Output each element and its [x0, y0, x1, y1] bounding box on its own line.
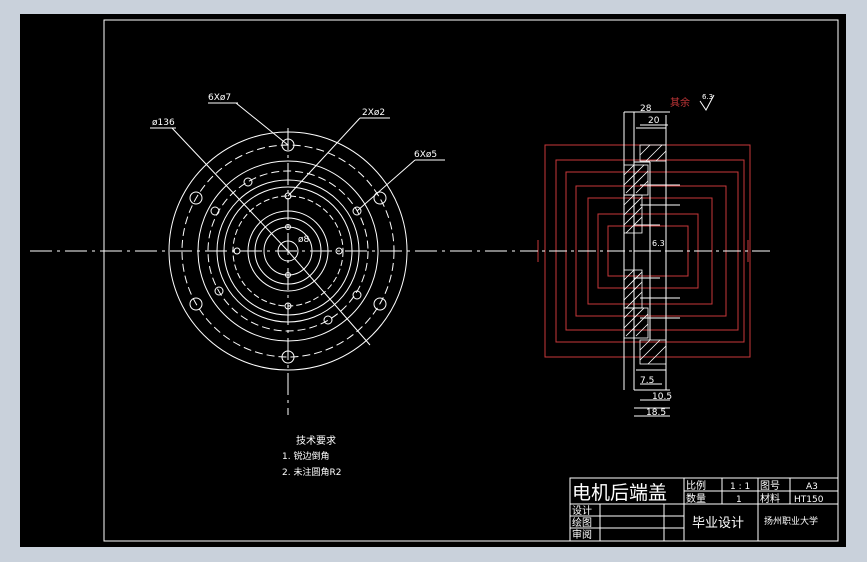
- label-6x7: 6Xø7: [208, 93, 231, 103]
- notes-title: 技术要求: [296, 434, 336, 447]
- qty-value: 1: [736, 495, 742, 505]
- leader-6x7: [235, 102, 289, 146]
- boss-circle-outer: [197, 160, 379, 342]
- leader-2x2: [287, 117, 361, 197]
- hub-circle: [254, 217, 322, 285]
- scale-value: 1 : 1: [730, 482, 750, 492]
- center-bore: [277, 240, 299, 262]
- hub-holes: [233, 192, 343, 310]
- roughness-symbol-icon: [699, 94, 715, 111]
- label-2x2: 2Xø2: [362, 108, 385, 118]
- outer-bolt-holes: [189, 138, 387, 364]
- dim-20: 20: [648, 116, 660, 126]
- front-view: [30, 102, 530, 415]
- label-6x5: 6Xø5: [414, 150, 437, 160]
- design-label: 设计: [572, 504, 592, 517]
- section-view: [520, 111, 770, 417]
- notes-item-1: 1. 锐边倒角: [282, 450, 329, 462]
- inner-pitch-circle: [207, 170, 369, 332]
- drawing-no-label: 图号: [760, 480, 780, 492]
- label-center-dia: ø8: [298, 235, 310, 245]
- outer-circle: [168, 131, 408, 371]
- part-name: 电机后端盖: [572, 482, 667, 504]
- drawing-border: [103, 19, 839, 542]
- section-hatching: [623, 144, 667, 365]
- hole-pitch-circle: [232, 195, 344, 307]
- material-label: 材料: [760, 492, 780, 505]
- leader-center-diag: [287, 250, 371, 346]
- roughness-value: 6.3: [702, 93, 713, 101]
- inner-bolt-holes: [210, 177, 362, 325]
- label-dia136: ø136: [152, 118, 175, 128]
- dim-7-5: 7.5: [640, 376, 654, 386]
- drawing-no-value: A3: [806, 482, 818, 492]
- drawing-sheet: [20, 14, 846, 547]
- dim-18-5: 18.5: [646, 408, 666, 418]
- review-label: 审阅: [572, 528, 592, 541]
- hub-circle-outer: [247, 210, 329, 292]
- draw-label: 绘图: [572, 516, 592, 529]
- notes-item-2: 2. 未注圆角R2: [282, 466, 341, 478]
- dim-10-5: 10.5: [652, 392, 672, 402]
- boss-circle-inner: [223, 186, 353, 316]
- title-block: [569, 477, 839, 542]
- boss-circle: [216, 179, 360, 323]
- qty-label: 数量: [686, 492, 706, 505]
- leader-dia136: [171, 127, 289, 252]
- leader-6x5: [356, 159, 416, 212]
- roughness-note: 其余: [670, 96, 690, 109]
- hub-circle-inner: [263, 226, 313, 276]
- material-value: HT150: [794, 495, 824, 505]
- scale-label: 比例: [686, 479, 706, 492]
- school-name: 扬州职业大学: [764, 515, 818, 527]
- dim-28: 28: [640, 104, 652, 114]
- dim-63-center: 6.3: [652, 239, 665, 248]
- project-name: 毕业设计: [692, 516, 744, 531]
